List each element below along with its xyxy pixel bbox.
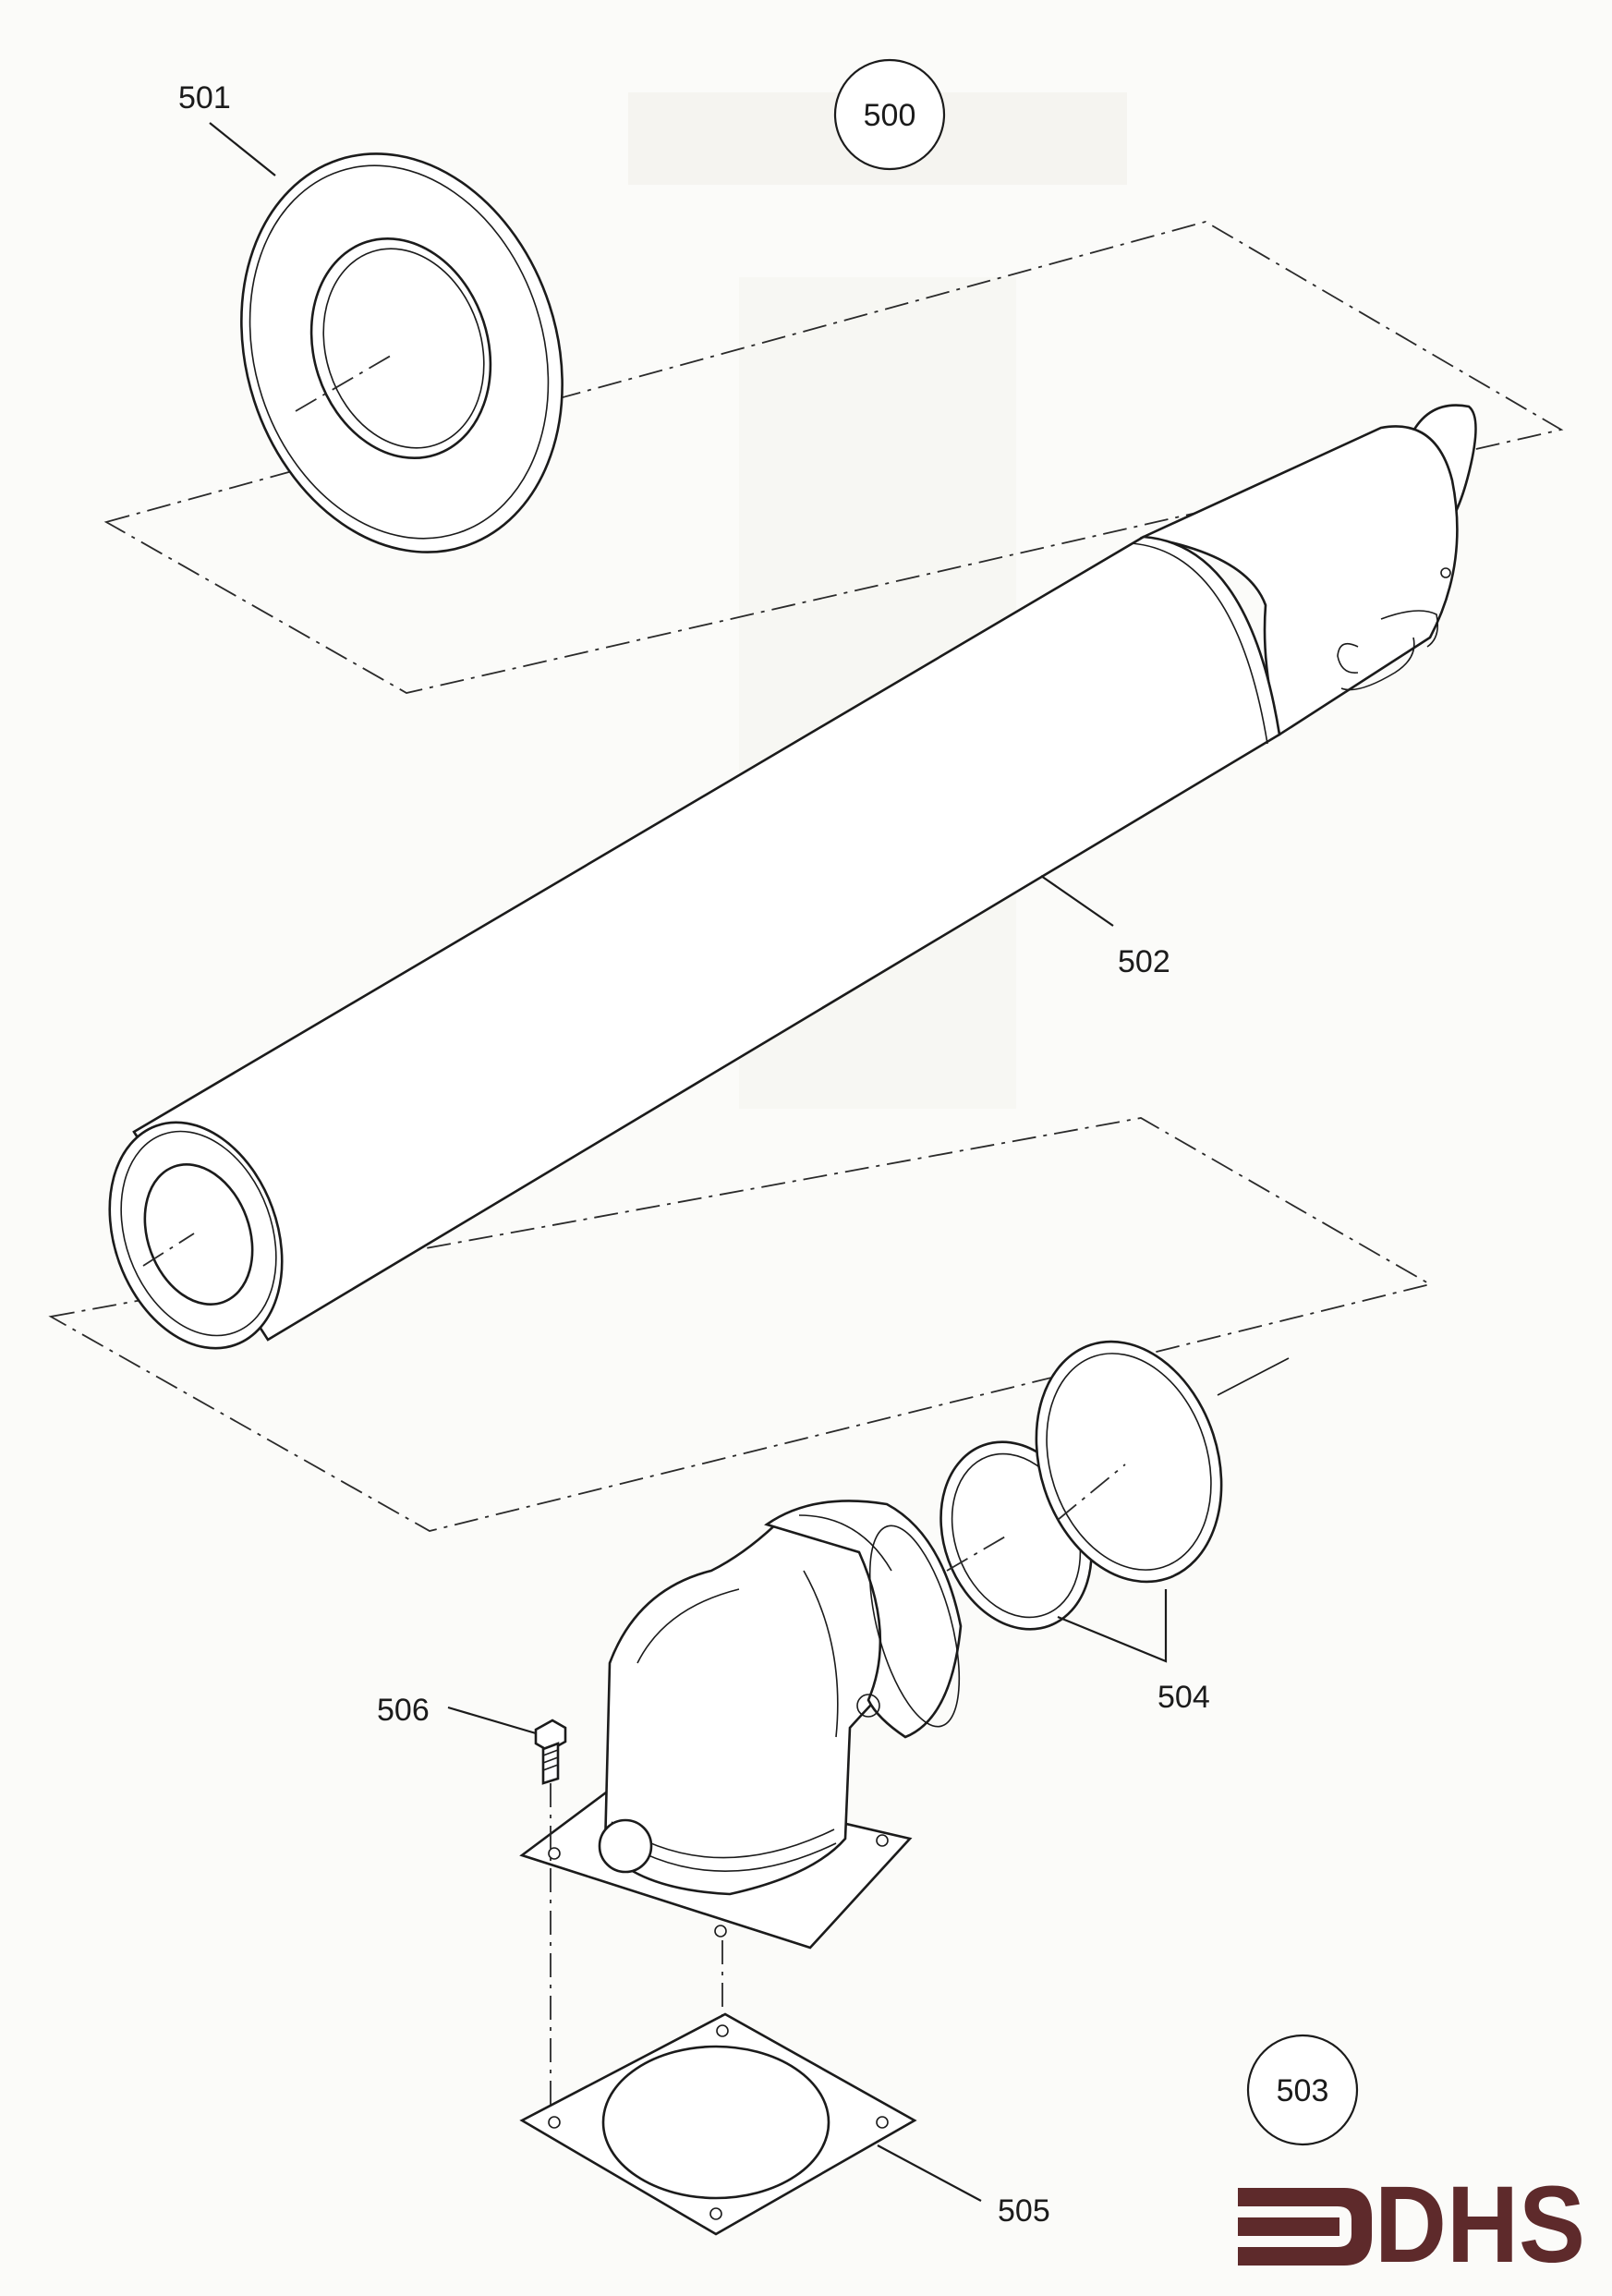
label-506: 506 [377,1693,537,1735]
brand-logo: DHS [1238,2164,1585,2286]
svg-text:502: 502 [1118,944,1170,979]
flue-elbow [519,1500,963,1950]
assembly-callout: 500 [833,58,946,171]
part-506-bolt [534,1719,567,1785]
lower-assembly-plane [48,1117,1433,1532]
svg-text:503: 503 [1277,2073,1329,2108]
svg-text:505: 505 [998,2193,1050,2229]
upper-assembly-plane [103,221,1564,694]
group-callout: 503 [1246,2034,1359,2146]
label-502: 502 [1040,875,1170,979]
svg-text:504: 504 [1157,1680,1210,1715]
svg-text:500: 500 [864,98,916,133]
part-501-wall-ring [240,152,564,553]
svg-text:506: 506 [377,1693,430,1728]
part-505-gasket [519,2012,917,2236]
svg-text:501: 501 [178,80,231,115]
svg-text:DHS: DHS [1375,2164,1585,2286]
label-505: 505 [877,2144,1050,2229]
label-501: 501 [178,80,276,176]
label-504: 504 [1057,1589,1210,1715]
part-502-flue-pipe [108,404,1477,1350]
part-504-seal-rings [939,1340,1290,1631]
